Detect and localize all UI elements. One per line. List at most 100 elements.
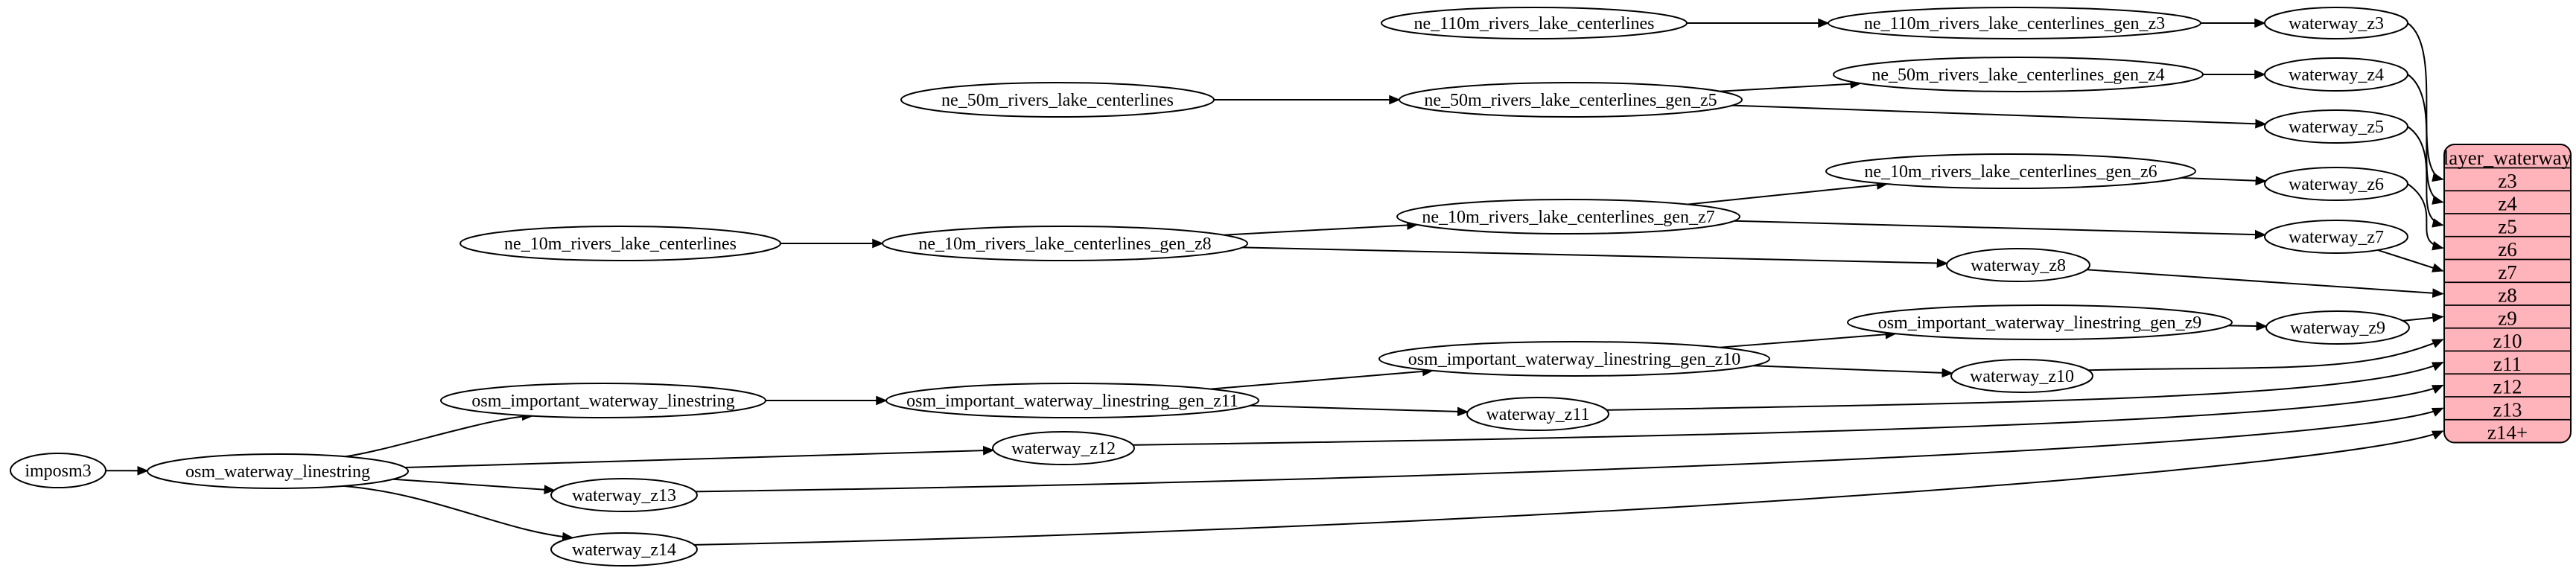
node-waterway_z3: waterway_z3	[2264, 7, 2408, 39]
node-label: osm_important_waterway_linestring	[471, 392, 734, 411]
node-ellipse	[992, 431, 1135, 465]
edge-waterway_z14-to-layer_waterway.z14+	[694, 430, 2444, 546]
node-label: ne_50m_rivers_lake_centerlines_gen_z5	[1424, 91, 1717, 110]
node-label: osm_important_waterway_linestring_gen_z1…	[906, 392, 1238, 411]
node-ne_10m_rivers_lake_centerlines_gen_z8: ne_10m_rivers_lake_centerlines_gen_z8	[882, 226, 1248, 261]
node-label: osm_waterway_linestring	[185, 462, 370, 482]
record-row-z9: z9	[2498, 307, 2516, 329]
node-ellipse	[550, 478, 698, 512]
node-ellipse	[900, 82, 1215, 118]
node-waterway_z10: waterway_z10	[1950, 359, 2093, 393]
node-ne_50m_rivers_lake_centerlines_gen_z5: ne_50m_rivers_lake_centerlines_gen_z5	[1399, 82, 1743, 118]
edge-osm_important_waterway_linestring_gen_z10-to-waterway_z10	[1753, 365, 1953, 378]
node-label: waterway_z10	[1970, 367, 2074, 386]
node-label: waterway_z5	[2289, 118, 2384, 137]
node-label: ne_50m_rivers_lake_centerlines	[941, 91, 1174, 110]
record-row-z10: z10	[2493, 330, 2522, 352]
node-osm_important_waterway_linestring_gen_z10: osm_important_waterway_linestring_gen_z1…	[1378, 341, 1770, 377]
edge-ne_10m_rivers_lake_centerlines_gen_z8-to-ne_10m_rivers_lake_centerlines_gen_z7	[1224, 220, 1419, 236]
edge-osm_important_waterway_linestring_gen_z11-to-osm_important_waterway_linestring_gen_z10	[1210, 366, 1434, 390]
node-label: osm_important_waterway_linestring_gen_z9	[1878, 313, 2202, 333]
edge-waterway_z12-to-layer_waterway.z12	[1133, 384, 2444, 446]
edge-waterway_z10-to-layer_waterway.z10	[2087, 339, 2444, 371]
node-label: waterway_z3	[2289, 14, 2384, 33]
node-ellipse	[1847, 304, 2233, 340]
node-waterway_z13: waterway_z13	[550, 478, 698, 512]
record-row-z3: z3	[2498, 170, 2516, 192]
node-ellipse	[2264, 167, 2408, 201]
node-ellipse	[147, 453, 409, 489]
edge-waterway_z5-to-layer_waterway.z5	[2407, 126, 2444, 228]
node-osm_important_waterway_linestring_gen_z9: osm_important_waterway_linestring_gen_z9	[1847, 304, 2233, 340]
node-ellipse	[550, 532, 698, 567]
node-waterway_z11: waterway_z11	[1466, 397, 1609, 431]
record-row-z14+: z14+	[2487, 421, 2528, 444]
node-osm_important_waterway_linestring_gen_z11: osm_important_waterway_linestring_gen_z1…	[885, 383, 1259, 418]
node-ne_10m_rivers_lake_centerlines_gen_z7: ne_10m_rivers_lake_centerlines_gen_z7	[1396, 199, 1740, 234]
node-waterway_z12: waterway_z12	[992, 431, 1135, 465]
node-osm_waterway_linestring: osm_waterway_linestring	[147, 453, 409, 489]
edge-waterway_z4-to-layer_waterway.z4	[2407, 74, 2444, 205]
node-ne_50m_rivers_lake_centerlines: ne_50m_rivers_lake_centerlines	[900, 82, 1215, 118]
node-ellipse	[10, 453, 106, 488]
node-waterway_z5: waterway_z5	[2264, 109, 2408, 144]
node-label: waterway_z8	[1971, 256, 2066, 275]
record-row-z12: z12	[2493, 376, 2522, 398]
node-label: ne_110m_rivers_lake_centerlines_gen_z3	[1864, 14, 2165, 33]
node-ellipse	[885, 383, 1259, 418]
node-waterway_z8: waterway_z8	[1946, 248, 2090, 282]
node-label: imposm3	[25, 462, 91, 481]
node-ellipse	[1381, 7, 1688, 39]
node-ne_110m_rivers_lake_centerlines_gen_z3: ne_110m_rivers_lake_centerlines_gen_z3	[1828, 7, 2201, 39]
node-ellipse	[440, 383, 766, 418]
record-row-z5: z5	[2498, 215, 2516, 237]
edge-ne_10m_rivers_lake_centerlines_gen_z8-to-waterway_z8	[1242, 246, 1949, 268]
node-label: ne_50m_rivers_lake_centerlines_gen_z4	[1871, 66, 2164, 85]
node-label: waterway_z11	[1486, 405, 1589, 424]
node-label: waterway_z9	[2290, 319, 2385, 338]
node-ellipse	[1946, 248, 2090, 282]
node-label: waterway_z7	[2289, 228, 2384, 247]
node-ne_10m_rivers_lake_centerlines_gen_z6: ne_10m_rivers_lake_centerlines_gen_z6	[1825, 153, 2196, 189]
node-ellipse	[2265, 310, 2410, 345]
node-ellipse	[1828, 7, 2201, 39]
node-waterway_z4: waterway_z4	[2264, 57, 2408, 92]
node-label: waterway_z13	[572, 486, 676, 505]
edge-ne_50m_rivers_lake_centerlines_gen_z5-to-ne_50m_rivers_lake_centerlines_gen_z4	[1720, 79, 1862, 92]
node-label: waterway_z12	[1011, 439, 1116, 459]
edge-ne_10m_rivers_lake_centerlines_gen_z6-to-waterway_z6	[2181, 176, 2267, 186]
edge-waterway_z6-to-layer_waterway.z6	[2407, 183, 2444, 251]
node-imposm3: imposm3	[10, 453, 106, 488]
record-row-z11: z11	[2493, 353, 2522, 375]
node-waterway_z6: waterway_z6	[2264, 167, 2408, 201]
node-ne_10m_rivers_lake_centerlines: ne_10m_rivers_lake_centerlines	[459, 226, 781, 261]
node-ellipse	[2264, 7, 2408, 39]
node-ellipse	[2264, 109, 2408, 144]
node-ne_50m_rivers_lake_centerlines_gen_z4: ne_50m_rivers_lake_centerlines_gen_z4	[1833, 57, 2204, 92]
node-label: waterway_z4	[2289, 66, 2384, 85]
edge-osm_important_waterway_linestring_gen_z11-to-waterway_z11	[1250, 404, 1469, 417]
node-ellipse	[882, 226, 1248, 261]
node-ellipse	[1833, 57, 2204, 92]
node-label: ne_10m_rivers_lake_centerlines_gen_z6	[1864, 162, 2157, 182]
edge-waterway_z13-to-layer_waterway.z13	[695, 407, 2444, 493]
node-layer_waterway: layer_waterwayz3z4z5z6z7z8z9z10z11z12z13…	[2443, 144, 2572, 444]
node-ellipse	[2264, 220, 2408, 254]
node-osm_important_waterway_linestring: osm_important_waterway_linestring	[440, 383, 766, 418]
node-ellipse	[2264, 57, 2408, 92]
node-ne_110m_rivers_lake_centerlines: ne_110m_rivers_lake_centerlines	[1381, 7, 1688, 39]
edges-layer	[105, 18, 2444, 546]
edge-waterway_z3-to-layer_waterway.z3	[2407, 22, 2444, 182]
edge-osm_waterway_linestring-to-osm_important_waterway_linestring	[345, 411, 534, 458]
node-label: osm_important_waterway_linestring_gen_z1…	[1408, 350, 1741, 369]
node-ellipse	[1396, 199, 1740, 234]
record-title: layer_waterway	[2443, 147, 2572, 169]
node-label: ne_10m_rivers_lake_centerlines_gen_z8	[918, 234, 1211, 254]
record-row-z13: z13	[2493, 398, 2522, 421]
edge-osm_important_waterway_linestring_gen_z9-to-waterway_z9	[2228, 321, 2268, 331]
node-waterway_z9: waterway_z9	[2265, 310, 2410, 345]
edge-waterway_z8-to-layer_waterway.z8	[2087, 269, 2444, 299]
edge-osm_waterway_linestring-to-waterway_z13	[392, 478, 556, 495]
